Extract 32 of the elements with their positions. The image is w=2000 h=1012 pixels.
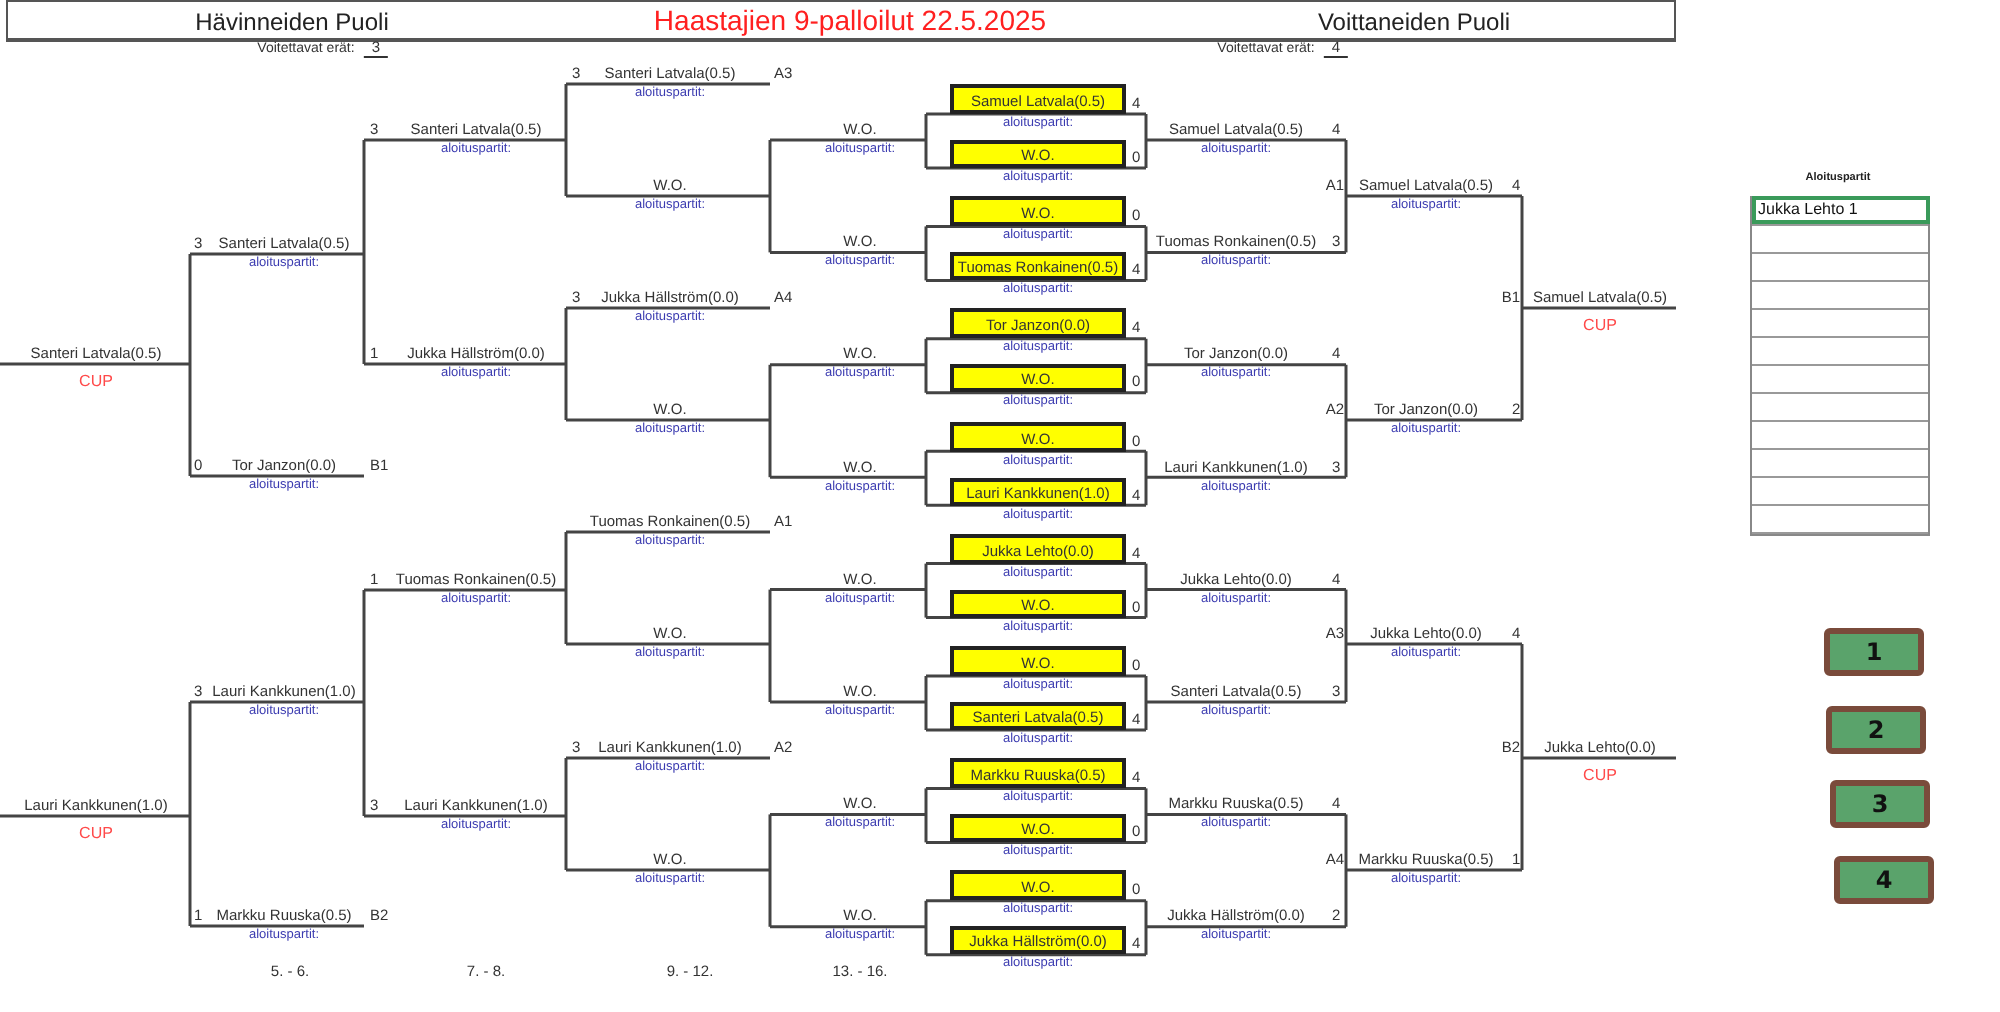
cup-note: CUP xyxy=(79,372,113,392)
table-number: 2 xyxy=(1867,716,1885,744)
title: Haastajien 9-palloilut 22.5.2025 xyxy=(653,4,1047,36)
pool-table-icon xyxy=(1826,706,1926,754)
pool-table-icon xyxy=(1830,780,1930,828)
player-slot-box xyxy=(950,702,1126,730)
player-slot-box xyxy=(950,84,1126,114)
table-entry: Jukka Lehto 1 xyxy=(1752,196,1930,224)
player-slot-box xyxy=(950,646,1126,676)
player-slot-box xyxy=(950,477,1126,506)
side-heading: Voittaneiden Puoli xyxy=(1317,8,1511,36)
player-slot-box xyxy=(950,926,1126,955)
player-slot-box xyxy=(950,364,1126,393)
table-number: 3 xyxy=(1871,790,1889,818)
player-slot-box xyxy=(950,421,1126,452)
player-slot-box xyxy=(950,870,1126,901)
player-slot-box xyxy=(950,140,1126,168)
cup-note: CUP xyxy=(1583,316,1617,336)
player-slot-box xyxy=(950,196,1126,227)
player-slot-box xyxy=(950,589,1126,618)
player-slot-box xyxy=(950,308,1126,339)
side-heading: Hävinneiden Puoli xyxy=(195,8,389,36)
cup-note: CUP xyxy=(79,824,113,844)
table-number: 4 xyxy=(1875,866,1893,894)
player-slot-box xyxy=(950,533,1126,564)
pool-table-icon xyxy=(1824,628,1924,676)
player-slot-box xyxy=(950,814,1126,843)
table-number: 1 xyxy=(1865,638,1883,666)
cup-note: CUP xyxy=(1583,766,1617,786)
player-slot-box xyxy=(950,252,1126,281)
pool-table-icon xyxy=(1834,856,1934,904)
player-slot-box xyxy=(950,758,1126,789)
